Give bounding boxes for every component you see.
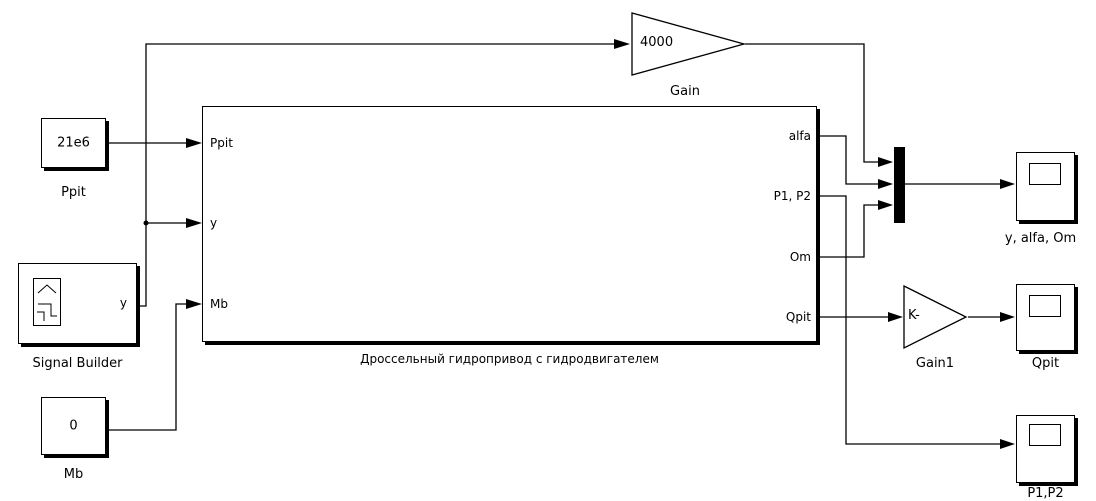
gain-label: Gain <box>670 84 700 99</box>
signal-builder-icon <box>33 278 61 326</box>
ppit-value: 21e6 <box>57 135 90 151</box>
scope-y-alfa-om-label: y, alfa, Om <box>1004 231 1077 246</box>
scope-y-alfa-om-block[interactable] <box>1016 152 1075 221</box>
subsystem-input-ppit: Ppit <box>210 136 233 150</box>
subsystem-output-alfa: alfa <box>788 129 811 143</box>
scope-qpit-block[interactable] <box>1016 284 1075 351</box>
signal-builder-block[interactable]: y <box>18 263 137 344</box>
subsystem-block[interactable]: Ppit y Mb alfa P1, P2 Om Qpit <box>202 106 817 342</box>
scope-p1p2-block[interactable] <box>1016 415 1075 483</box>
subsystem-input-y: y <box>210 216 218 230</box>
signal-builder-port-y: y <box>119 296 127 310</box>
ppit-label: Ppit <box>61 185 86 200</box>
gain1-triangle <box>903 284 968 350</box>
gain-value: 4000 <box>640 35 674 50</box>
subsystem-input-mb: Mb <box>210 297 228 311</box>
scope-screen-icon <box>1029 163 1061 185</box>
mux-block <box>894 147 905 223</box>
scope-qpit-label: Qpit <box>1031 356 1060 371</box>
scope-p1p2-label: P1,P2 <box>1027 486 1064 501</box>
mb-label: Mb <box>63 467 84 482</box>
gain-triangle <box>631 12 747 76</box>
signal-builder-label: Signal Builder <box>32 356 123 371</box>
subsystem-output-p1p2: P1, P2 <box>773 189 811 203</box>
subsystem-label: Дроссельный гидропривод с гидродвигателе… <box>360 352 659 366</box>
scope-screen-icon <box>1029 424 1061 446</box>
gain1-label: Gain1 <box>915 356 955 371</box>
gain1-value: K- <box>908 308 920 323</box>
subsystem-output-om: Om <box>789 250 811 264</box>
subsystem-output-qpit: Qpit <box>785 310 811 324</box>
scope-screen-icon <box>1029 295 1061 317</box>
mb-value: 0 <box>69 418 78 434</box>
ppit-constant-block[interactable]: 21e6 <box>41 118 106 168</box>
mb-constant-block[interactable]: 0 <box>41 397 106 455</box>
